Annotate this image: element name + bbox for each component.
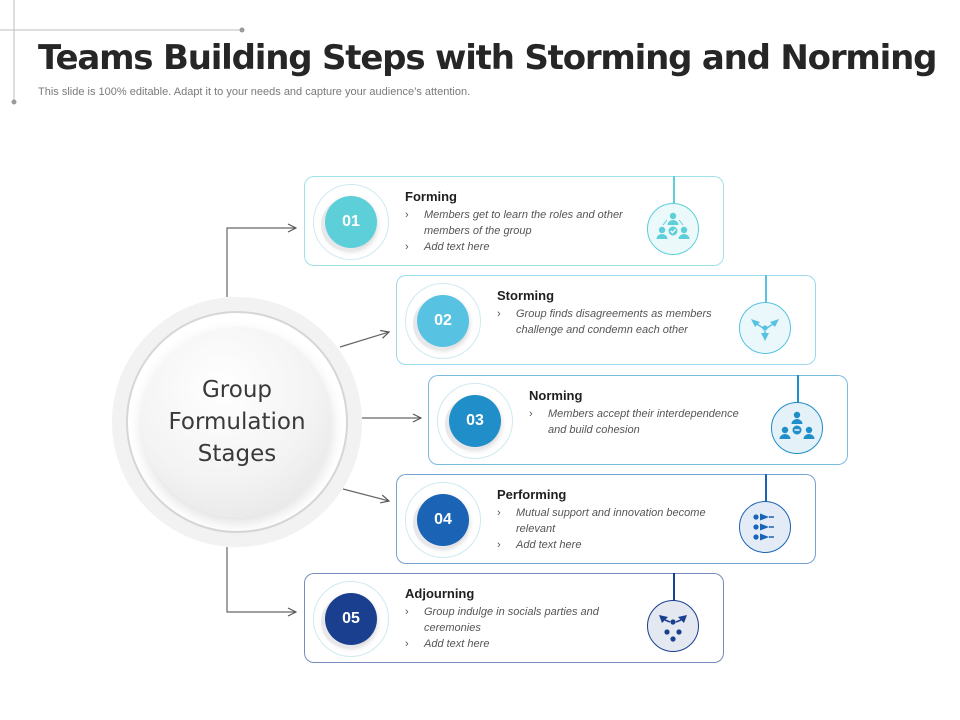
stage-card-norming: 03 Norming Members accept their interdep… xyxy=(428,375,848,465)
forward-arrows-icon xyxy=(739,501,791,553)
icon-connector-line xyxy=(765,474,767,502)
center-ring: Group Formulation Stages xyxy=(126,311,348,533)
stage-number-badge: 01 xyxy=(325,196,377,248)
page-subtitle: This slide is 100% editable. Adapt it to… xyxy=(38,86,471,98)
center-circle: Group Formulation Stages xyxy=(112,297,362,547)
team-cohesion-icon xyxy=(771,402,823,454)
icon-connector-line xyxy=(797,375,799,403)
stage-bullet: Add text here xyxy=(497,537,727,553)
stage-bullet-list: Mutual support and innovation become rel… xyxy=(497,505,727,553)
conflict-arrows-icon-graphic xyxy=(750,318,779,341)
team-check-icon xyxy=(647,203,699,255)
stage-bullet: Add text here xyxy=(405,239,635,255)
stage-text: Norming Members accept their interdepend… xyxy=(529,388,759,438)
stage-number-ring: 01 xyxy=(313,184,389,260)
stage-card-adjourning: 05 Adjourning Group indulge in socials p… xyxy=(304,573,724,663)
connector-storming xyxy=(339,332,389,348)
stage-bullet: Group indulge in socials parties and cer… xyxy=(405,604,635,636)
forward-arrows-icon-graphic xyxy=(752,513,774,540)
stage-bullet: Add text here xyxy=(405,636,635,652)
icon-connector-line xyxy=(673,176,675,204)
stage-text: Adjourning Group indulge in socials part… xyxy=(405,586,635,652)
stage-title: Performing xyxy=(497,487,567,502)
stage-number-badge: 03 xyxy=(449,395,501,447)
stage-text: Storming Group finds disagreements as me… xyxy=(497,288,727,338)
stage-title: Forming xyxy=(405,189,457,204)
stage-bullet: Members accept their interdependence and… xyxy=(529,406,759,438)
connector-adjourning xyxy=(226,547,296,612)
stage-title: Norming xyxy=(529,388,583,403)
stage-number-ring: 04 xyxy=(405,482,481,558)
team-cohesion-icon-graphic xyxy=(779,411,814,439)
stage-bullet: Mutual support and innovation become rel… xyxy=(497,505,727,537)
stage-number-badge: 02 xyxy=(417,295,469,347)
conflict-arrows-icon xyxy=(739,302,791,354)
stage-card-storming: 02 Storming Group finds disagreements as… xyxy=(396,275,816,365)
connector-performing xyxy=(342,488,389,501)
center-inner-circle: Group Formulation Stages xyxy=(142,327,332,517)
stage-bullet: Members get to learn the roles and other… xyxy=(405,207,635,239)
stage-title: Storming xyxy=(497,288,555,303)
team-check-icon-graphic xyxy=(656,212,689,239)
icon-connector-line xyxy=(765,275,767,303)
connector-forming xyxy=(226,228,296,297)
stage-bullet-list: Members accept their interdependence and… xyxy=(529,406,759,438)
stage-number-ring: 03 xyxy=(437,383,513,459)
stage-text: Performing Mutual support and innovation… xyxy=(497,487,727,553)
stage-card-forming: 01 Forming Members get to learn the role… xyxy=(304,176,724,266)
center-label: Group Formulation Stages xyxy=(168,377,306,467)
stage-card-performing: 04 Performing Mutual support and innovat… xyxy=(396,474,816,564)
disperse-arrows-icon xyxy=(647,600,699,652)
stage-number-ring: 05 xyxy=(313,581,389,657)
icon-connector-line xyxy=(673,573,675,601)
stage-number-ring: 02 xyxy=(405,283,481,359)
page-title: Teams Building Steps with Storming and N… xyxy=(38,38,937,78)
stage-text: Forming Members get to learn the roles a… xyxy=(405,189,635,255)
disperse-arrows-icon-graphic xyxy=(658,614,687,642)
stage-bullet-list: Group indulge in socials parties and cer… xyxy=(405,604,635,652)
stage-bullet-list: Group finds disagreements as members cha… xyxy=(497,306,727,338)
stage-number-badge: 04 xyxy=(417,494,469,546)
stage-title: Adjourning xyxy=(405,586,475,601)
stage-bullet-list: Members get to learn the roles and other… xyxy=(405,207,635,255)
stage-bullet: Group finds disagreements as members cha… xyxy=(497,306,727,338)
stage-number-badge: 05 xyxy=(325,593,377,645)
